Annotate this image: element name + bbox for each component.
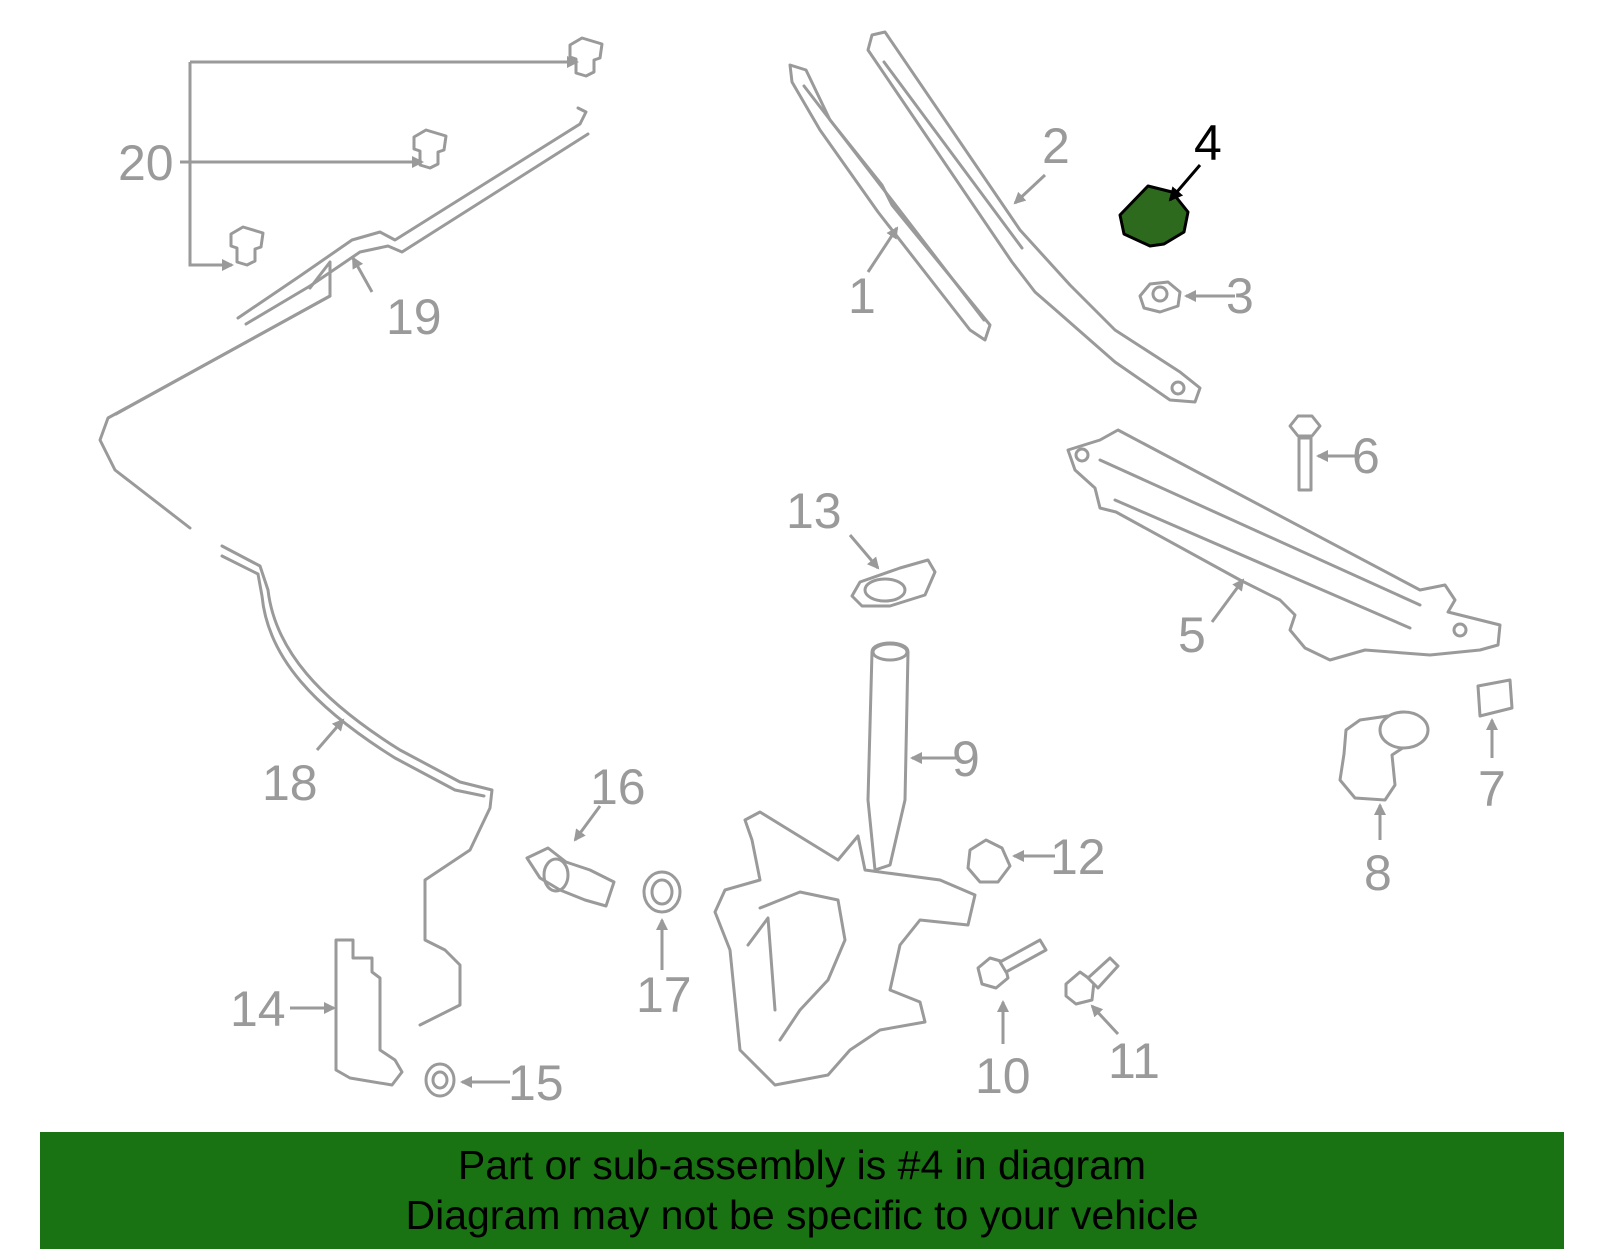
washer-hose-lower bbox=[220, 544, 494, 1027]
callout-10: 10 bbox=[975, 1048, 1031, 1104]
filler-neck bbox=[866, 641, 956, 872]
callout-2: 2 bbox=[1042, 118, 1070, 174]
pad bbox=[1476, 678, 1514, 758]
washer-pump bbox=[290, 938, 404, 1087]
callout-1: 1 bbox=[848, 268, 876, 324]
callout-15: 15 bbox=[508, 1055, 564, 1111]
sensor-grommet bbox=[642, 870, 682, 970]
washer-reservoir bbox=[713, 810, 977, 1087]
callout-13: 13 bbox=[786, 483, 842, 539]
callout-9: 9 bbox=[952, 731, 980, 787]
washer-nozzle-group bbox=[180, 36, 604, 271]
callout-20: 20 bbox=[118, 135, 174, 191]
bolt-11 bbox=[1064, 956, 1120, 1036]
wiper-blade bbox=[788, 63, 992, 342]
callout-19: 19 bbox=[386, 289, 442, 345]
callout-6: 6 bbox=[1352, 428, 1380, 484]
callout-12: 12 bbox=[1050, 829, 1106, 885]
wiper-motor bbox=[1338, 710, 1430, 840]
banner-line-2: Diagram may not be specific to your vehi… bbox=[405, 1192, 1199, 1238]
level-sensor bbox=[525, 805, 616, 908]
callout-14: 14 bbox=[230, 981, 286, 1037]
wiper-arm bbox=[866, 30, 1202, 404]
callout-17: 17 bbox=[636, 967, 692, 1023]
cap-seal bbox=[848, 534, 937, 608]
callout-8: 8 bbox=[1364, 845, 1392, 901]
callout-18: 18 bbox=[262, 755, 318, 811]
callout-7: 7 bbox=[1478, 761, 1506, 817]
bolt-10 bbox=[976, 938, 1048, 1044]
bolt bbox=[1288, 414, 1360, 492]
info-banner: Part or sub-assembly is #4 in diagram Di… bbox=[40, 1132, 1564, 1249]
washer-hose-upper bbox=[98, 106, 590, 530]
nut bbox=[1138, 280, 1235, 314]
callout-5: 5 bbox=[1178, 607, 1206, 663]
wiper-arm-cap-highlighted bbox=[1118, 164, 1202, 248]
wiper-linkage bbox=[1066, 428, 1502, 662]
callout-4: 4 bbox=[1194, 115, 1222, 171]
grommet bbox=[966, 838, 1055, 884]
pump-seal bbox=[424, 1062, 510, 1098]
banner-line-1: Part or sub-assembly is #4 in diagram bbox=[457, 1142, 1147, 1188]
callout-3: 3 bbox=[1226, 268, 1254, 324]
callout-16: 16 bbox=[590, 759, 646, 815]
callout-11: 11 bbox=[1108, 1033, 1160, 1089]
